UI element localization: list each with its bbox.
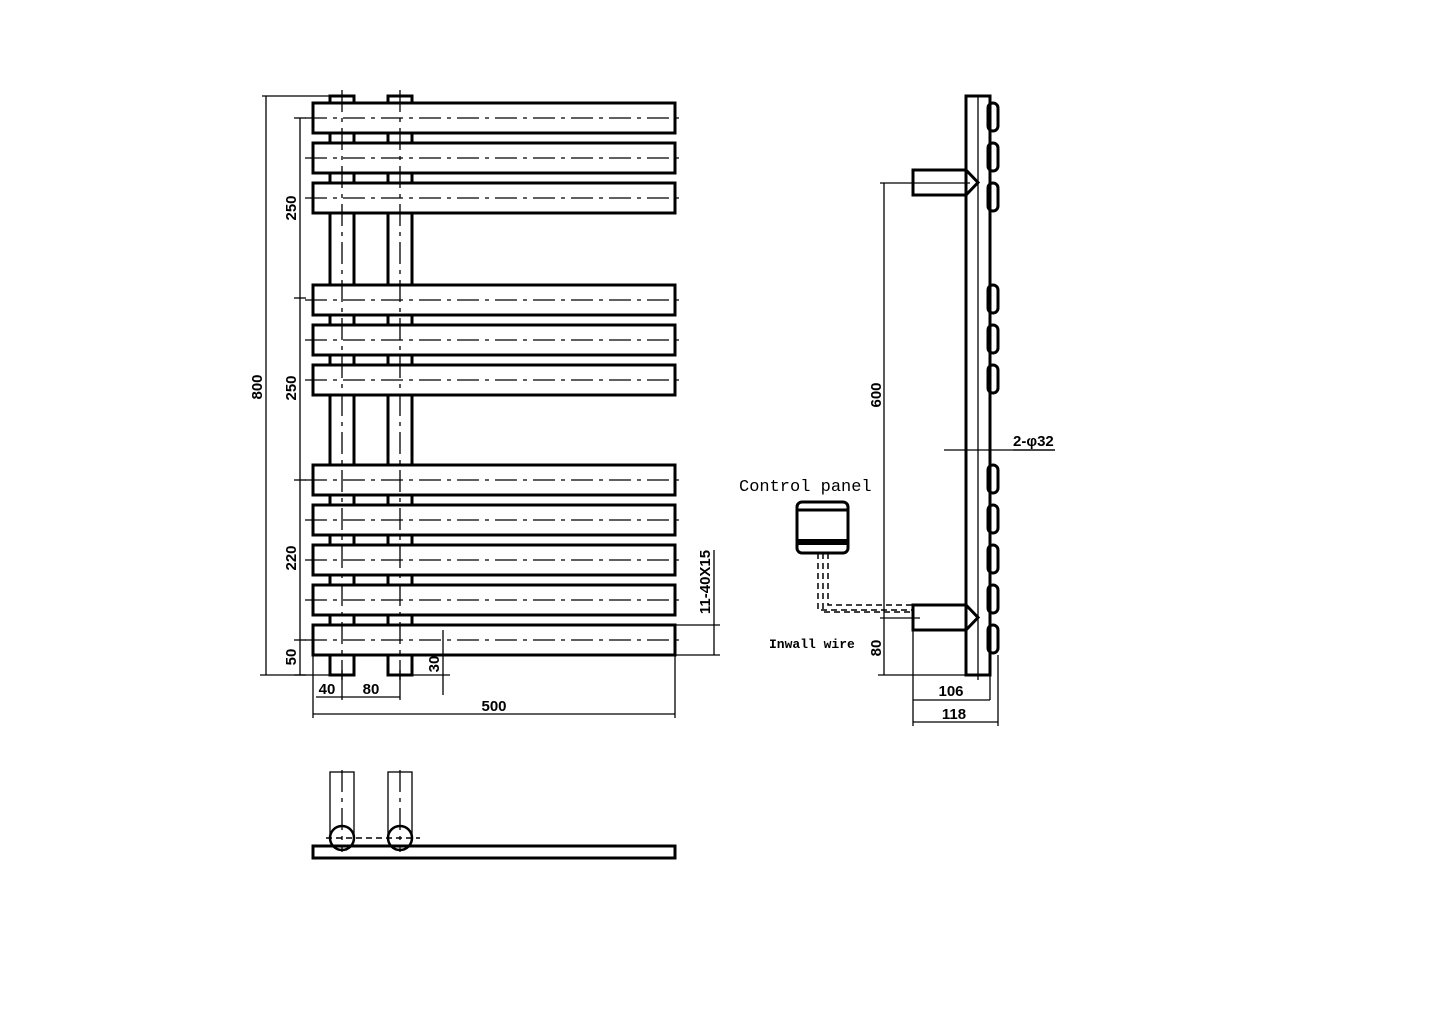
dim-group3: 220 bbox=[283, 545, 300, 570]
dim-pipe-offset: 40 bbox=[319, 681, 336, 698]
dim-group1: 250 bbox=[283, 195, 300, 220]
inwall-wire bbox=[817, 553, 913, 611]
dim-overall-height: 800 bbox=[249, 374, 266, 399]
inwall-wire-label: Inwall wire bbox=[769, 637, 855, 652]
bar-profile bbox=[986, 363, 1000, 395]
dim-pipe-spacing: 80 bbox=[363, 681, 380, 698]
pipe-connector bbox=[911, 603, 981, 632]
control-panel-display-strip bbox=[798, 539, 847, 545]
bar-profile bbox=[986, 323, 1000, 355]
bar-profile bbox=[986, 141, 1000, 173]
dim-bottom: 50 bbox=[283, 649, 300, 666]
bar-profile bbox=[986, 503, 1000, 535]
dim-depth-inner: 106 bbox=[938, 683, 963, 700]
bottom-bar bbox=[311, 844, 677, 860]
side-view bbox=[795, 94, 1055, 726]
bar-profile bbox=[986, 283, 1000, 315]
dim-group2: 250 bbox=[283, 375, 300, 400]
bottom-view bbox=[311, 770, 677, 860]
bar-profile bbox=[986, 543, 1000, 575]
bar-profile bbox=[986, 463, 1000, 495]
inwall-wire bbox=[822, 553, 913, 613]
inwall-wire bbox=[827, 553, 913, 606]
pipe-connector bbox=[911, 168, 981, 197]
bar-profile bbox=[986, 583, 1000, 615]
bar-profile bbox=[986, 623, 1000, 655]
bar-profile bbox=[986, 181, 1000, 213]
dim-stub: 30 bbox=[426, 656, 443, 673]
dim-pipe-diameter: 2-φ32 bbox=[1013, 433, 1054, 450]
front-view bbox=[260, 90, 720, 718]
dim-width: 500 bbox=[481, 698, 506, 715]
dim-bar-spec: 11-40X15 bbox=[697, 550, 714, 614]
dim-bottom-offset: 80 bbox=[868, 640, 885, 657]
control-panel-label: Control panel bbox=[739, 478, 872, 497]
dim-pipe-centers: 600 bbox=[868, 382, 885, 407]
dim-depth-outer: 118 bbox=[942, 706, 966, 723]
bar-profile bbox=[986, 101, 1000, 133]
